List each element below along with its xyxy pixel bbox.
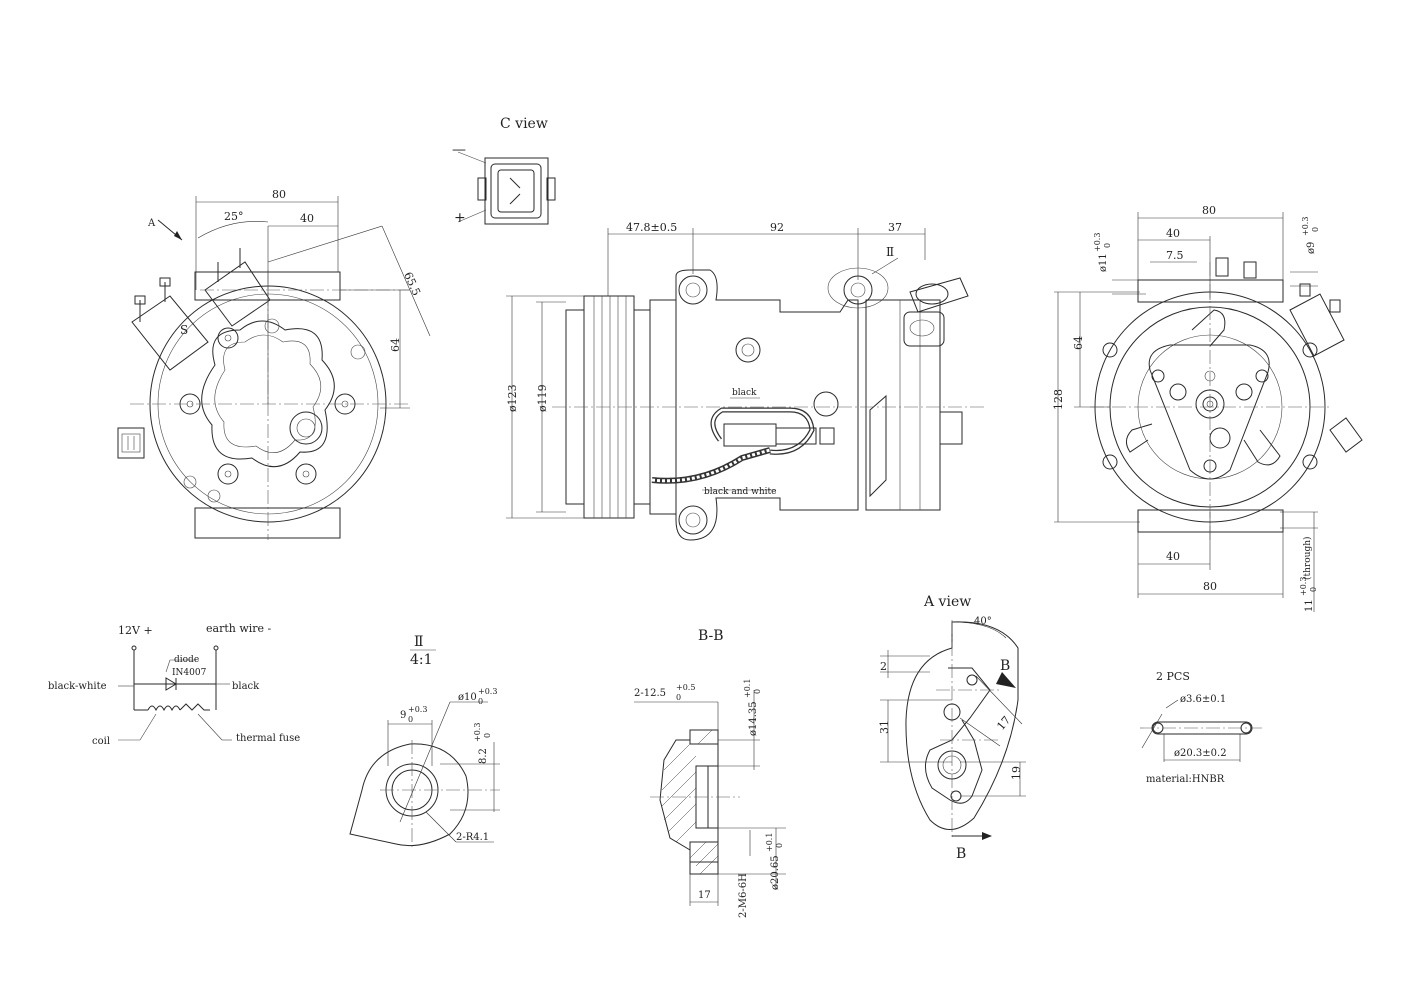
section-bb-dim-20-65-tol: +0.1 [765,833,774,852]
detail-ii-radius: 2-R4.1 [456,832,489,843]
section-bb-dim-12-5: 2-12.5 [634,688,666,699]
detail-ii-marker: Ⅱ [414,634,424,650]
rear-through-tol0: 0 [1309,587,1318,592]
side-wire-black: black [732,388,757,398]
section-bb-thread: 2-M6-6H [738,873,749,918]
detail-ii-dim-10-tol0: 0 [478,697,483,706]
detail-ii-dim-10: ø10 [458,692,477,703]
wiring-black: black [232,681,260,692]
section-bb: B-B 2-12.5 +0.5 0 ø14.35 +0.1 0 ø20.6 [634,628,786,918]
detail-ii-dim-9-tol: +0.3 [408,705,427,714]
a-view-dim-17: 17 [994,714,1013,733]
detail-ii: Ⅱ 4:1 9 +0.3 0 ø10 +0.3 0 8.2 +0.3 0 2-R… [349,634,500,848]
rear-through-label: (through) [1302,536,1313,580]
rear-hole-9-tol: +0.3 [1301,217,1310,236]
side-dim-47-8: 47.8±0.5 [626,221,677,234]
rear-hole-9: ø9 [1306,242,1317,254]
front-view: A 80 40 25° 65.5 64 [117,188,431,540]
side-wire-black-white: black and white [704,487,776,497]
c-view-minus: — [452,142,466,158]
detail-ii-dim-9-tol0: 0 [408,715,413,724]
o-ring-dim-large: ø20.3±0.2 [1174,748,1227,759]
front-arrow-label: A [147,218,156,229]
section-bb-title: B-B [698,628,724,644]
rear-hole-9-tol0: 0 [1311,227,1320,232]
detail-ii-dim-8-2-tol0: 0 [483,733,492,738]
o-ring-spec: 2 PCS ø3.6±0.1 ø20.3±0.2 material:HNBR [1140,670,1262,785]
a-view: A view B B 40° 2 31 17 19 [878,594,1026,862]
section-bb-dim-14-35-tol: +0.1 [743,679,752,698]
detail-ii-dim-8-2: 8.2 [478,748,489,764]
detail-ii-dim-8-2-tol: +0.3 [473,723,482,742]
o-ring-dim-small: ø3.6±0.1 [1180,694,1226,705]
a-view-dim-31: 31 [878,720,891,734]
front-dim-65-5: 65.5 [401,270,423,298]
section-bb-dim-14-35-tol0: 0 [753,689,762,694]
detail-ii-scale: 4:1 [410,652,433,668]
wiring-diode: diode [174,655,199,665]
front-dim-64: 64 [389,338,402,352]
side-dim-119: ø119 [536,384,549,412]
wiring-plus: 12V + [118,624,153,637]
side-view: 47.8±0.5 92 37 ø123 ø119 [506,221,985,541]
a-view-section-bottom: B [956,846,966,862]
rear-dim-128: 128 [1052,389,1065,410]
front-label-s: S [180,323,188,337]
rear-dim-80-bottom: 80 [1203,580,1217,593]
a-view-section-top: B [1000,658,1010,674]
side-dim-92: 92 [770,221,784,234]
o-ring-qty: 2 PCS [1156,670,1190,683]
section-bb-dim-12-5-tol: +0.5 [676,683,695,692]
detail-ii-dim-10-tol: +0.3 [478,687,497,696]
rear-hole-11-tol0: 0 [1103,243,1112,248]
rear-hole-11-tol: +0.3 [1093,233,1102,252]
wiring-diode-part: IN4007 [172,668,207,678]
a-view-dim-2: 2 [880,660,887,673]
front-dim-40: 40 [300,212,314,225]
o-ring-material: material:HNBR [1146,774,1225,785]
side-detail-marker: Ⅱ [886,245,894,259]
rear-view: 80 40 7.5 ø11 +0.3 0 ø9 +0.3 0 128 64 80… [1052,204,1363,612]
side-dim-37: 37 [888,221,902,234]
a-view-dim-19: 19 [1010,766,1023,780]
front-dim-80: 80 [272,188,286,201]
rear-through-tol: +0.3 [1299,577,1308,596]
rear-dim-40-top: 40 [1166,227,1180,240]
rear-dim-7-5: 7.5 [1166,249,1184,262]
side-dim-123: ø123 [506,384,519,412]
detail-ii-dim-9: 9 [400,710,406,721]
rear-through-11: 11 [1304,599,1315,612]
wiring-black-white: black-white [48,681,107,692]
section-bb-dim-20-65-tol0: 0 [775,843,784,848]
a-view-angle: 40° [974,616,992,627]
section-bb-dim-20-65: ø20.65 [770,855,781,890]
rear-hole-11: ø11 [1098,253,1109,272]
c-view-plus: + [454,210,466,226]
section-bb-dim-14-35: ø14.35 [748,701,759,736]
wiring-thermal-fuse: thermal fuse [236,733,300,744]
rear-dim-40-bottom: 40 [1166,550,1180,563]
wiring-diagram: 12V + earth wire - diode IN4007 black-wh… [48,622,300,747]
section-bb-dim-12-5-tol0: 0 [676,693,681,702]
front-dim-25deg: 25° [224,210,244,223]
c-view: C view — + [452,116,556,226]
section-bb-dim-17: 17 [698,890,711,901]
c-view-title: C view [500,116,548,132]
a-view-title: A view [923,594,971,610]
wiring-coil: coil [92,736,110,747]
rear-dim-64: 64 [1072,336,1085,350]
rear-dim-80-top: 80 [1202,204,1216,217]
wiring-earth: earth wire - [206,622,272,635]
